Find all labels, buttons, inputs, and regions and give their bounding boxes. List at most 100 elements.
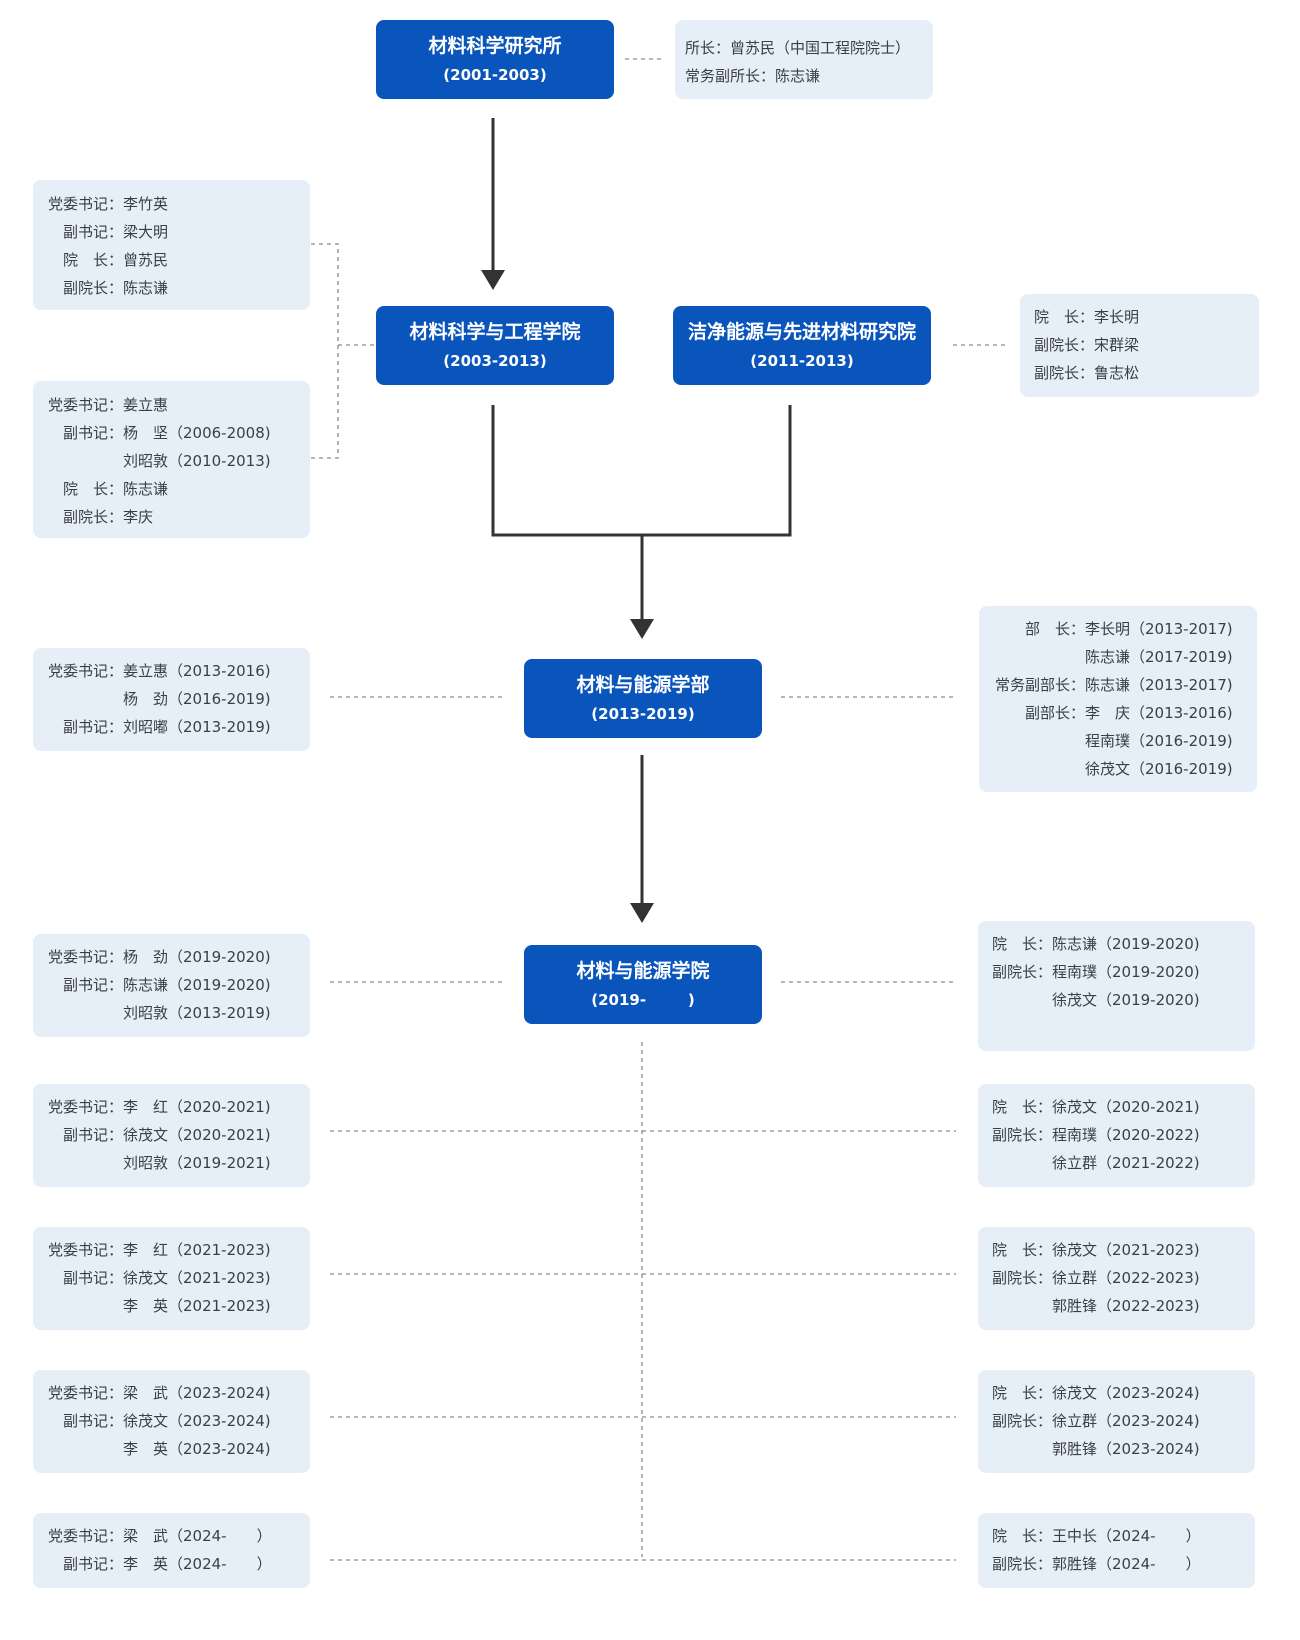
person-name: 郭胜锋（2023-2024) [1052, 1440, 1200, 1458]
person-name: 徐茂文（2021-2023) [1052, 1241, 1200, 1259]
person-name: 刘昭嘟（2013-2019) [123, 718, 271, 736]
leader-row: 副书记：徐茂文（2021-2023) [43, 1264, 300, 1292]
leader-row: 党委书记：姜立惠 [43, 391, 300, 419]
box-admin-2019: 院 长：陈志谦（2019-2020) 副院长：程南璞（2019-2020) 徐茂… [978, 921, 1255, 1051]
role-label: 院 长： [991, 1527, 1052, 1545]
node-title: 材料与能源学部 [576, 674, 710, 696]
node-materials-institute: 材料科学研究所 (2001-2003) [376, 20, 614, 99]
leader-row: 常务副部长：陈志谦（2013-2017) [989, 671, 1247, 699]
person-name: 刘昭敦（2019-2021) [123, 1154, 271, 1172]
leader-row: 党委书记：梁 武（2024- ） [43, 1522, 300, 1550]
person-name: 徐立群（2022-2023) [1052, 1269, 1200, 1287]
leader-row: 副书记：徐茂文（2020-2021) [43, 1121, 300, 1149]
leader-row: 刘昭敦（2013-2019) [43, 999, 300, 1027]
arrowhead-2 [630, 619, 654, 639]
box-party-2021: 党委书记：李 红（2021-2023) 副书记：徐茂文（2021-2023) 李… [33, 1227, 310, 1330]
leader-row: 副院长：徐立群（2023-2024) [988, 1407, 1245, 1435]
box-admin-2021: 院 长：徐茂文（2021-2023) 副院长：徐立群（2022-2023) 郭胜… [978, 1227, 1255, 1330]
person-name: 徐立群（2023-2024) [1052, 1412, 1200, 1430]
person-name: 陈志谦（2013-2017) [1085, 676, 1233, 694]
role-label: 副院长： [991, 1269, 1052, 1287]
leader-row: 刘昭敦（2010-2013) [43, 447, 300, 475]
role-label: 副书记： [62, 223, 123, 241]
box-admin-2024: 院 长：王中长（2024- ） 副院长：郭胜锋（2024- ） [978, 1513, 1255, 1588]
person-name: 王中长（2024- ） [1052, 1527, 1201, 1545]
box-school2003-leaders-a: 党委书记：李竹英 副书记：梁大明 院 长：曾苏民 副院长：陈志谦 [33, 180, 310, 310]
person-name: 程南璞（2016-2019) [1085, 732, 1233, 750]
leader-row: 院 长：王中长（2024- ） [988, 1522, 1245, 1550]
role-label: 院 长： [991, 935, 1052, 953]
leader-row: 副部长：李 庆（2013-2016) [989, 699, 1247, 727]
box-faculty-admin: 部 长：李长明（2013-2017) 陈志谦（2017-2019) 常务副部长：… [979, 606, 1257, 792]
role-label: 院 长： [1033, 308, 1094, 326]
role-label: 党委书记： [47, 662, 123, 680]
leader-row: 院 长：陈志谦 [43, 475, 300, 503]
role-label: 所长： [685, 39, 731, 57]
person-name: 梁大明 [123, 223, 169, 241]
leader-row: 党委书记：李 红（2021-2023) [43, 1236, 300, 1264]
leader-row: 刘昭敦（2019-2021) [43, 1149, 300, 1177]
person-name: 陈志谦 [775, 67, 821, 85]
person-name: 宋群梁 [1094, 336, 1140, 354]
role-label: 院 长： [62, 480, 123, 498]
arrowhead-1 [481, 270, 505, 290]
role-label: 副书记： [62, 424, 123, 442]
role-label: 院 长： [991, 1098, 1052, 1116]
arrowhead-3 [630, 903, 654, 923]
person-name: 李长明 [1094, 308, 1140, 326]
leader-row: 徐茂文（2016-2019) [989, 755, 1247, 783]
role-label: 副书记： [62, 1126, 123, 1144]
person-name: 梁 武（2023-2024) [123, 1384, 271, 1402]
person-name: 李 英（2024- ） [123, 1555, 272, 1573]
person-name: 李 庆（2013-2016) [1085, 704, 1233, 722]
person-name: 郭胜锋（2022-2023) [1052, 1297, 1200, 1315]
leader-row: 院 长：陈志谦（2019-2020) [988, 930, 1245, 958]
role-label [988, 1149, 1052, 1177]
leader-row: 副书记：梁大明 [43, 218, 300, 246]
leader-row: 所长：曾苏民（中国工程院院士） [685, 34, 923, 62]
person-name: 陈志谦（2019-2020) [123, 976, 271, 994]
person-name: 陈志谦（2017-2019) [1085, 648, 1233, 666]
leader-row: 副院长：程南璞（2020-2022) [988, 1121, 1245, 1149]
node-period: (2019- ) [591, 991, 695, 1009]
node-period: (2001-2003) [443, 66, 547, 84]
leader-row: 院 长：徐茂文（2021-2023) [988, 1236, 1245, 1264]
leader-row: 常务副所长：陈志谦 [685, 62, 923, 90]
leader-row: 副院长：陈志谦 [43, 274, 300, 302]
node-title: 材料科学研究所 [428, 35, 562, 57]
person-name: 程南璞（2020-2022) [1052, 1126, 1200, 1144]
role-label [43, 1435, 123, 1463]
box-faculty-party: 党委书记：姜立惠（2013-2016) 杨 劲（2016-2019) 副书记：刘… [33, 648, 310, 751]
leader-row: 副书记：李 英（2024- ） [43, 1550, 300, 1578]
person-name: 徐茂文（2021-2023) [123, 1269, 271, 1287]
person-name: 刘昭敦（2010-2013) [123, 452, 271, 470]
leader-row: 党委书记：李 红（2020-2021) [43, 1093, 300, 1121]
role-label: 副书记： [62, 976, 123, 994]
person-name: 刘昭敦（2013-2019) [123, 1004, 271, 1022]
role-label: 副书记： [62, 1555, 123, 1573]
person-name: 李庆 [123, 508, 154, 526]
dash-left-bracket [311, 243, 339, 459]
person-name: 徐茂文（2020-2021) [1052, 1098, 1200, 1116]
node-period: (2011-2013) [750, 352, 854, 370]
node-title: 材料与能源学院 [576, 960, 710, 982]
role-label: 副书记： [62, 1412, 123, 1430]
person-name: 李 英（2023-2024) [123, 1440, 271, 1458]
person-name: 徐茂文（2016-2019) [1085, 760, 1233, 778]
role-label [43, 447, 123, 475]
person-name: 陈志谦 [123, 480, 169, 498]
role-label: 院 长： [62, 251, 123, 269]
role-label: 副院长： [991, 1126, 1052, 1144]
node-materials-engineering-school: 材料科学与工程学院 (2003-2013) [376, 306, 614, 385]
node-materials-energy-school: 材料与能源学院 (2019- ) [524, 945, 762, 1024]
leader-row: 李 英（2023-2024) [43, 1435, 300, 1463]
node-period: (2003-2013) [443, 352, 547, 370]
role-label: 副部长： [1024, 704, 1085, 722]
leader-row: 党委书记：李竹英 [43, 190, 300, 218]
box-admin-2023: 院 长：徐茂文（2023-2024) 副院长：徐立群（2023-2024) 郭胜… [978, 1370, 1255, 1473]
role-label: 党委书记： [47, 1384, 123, 1402]
leader-row: 杨 劲（2016-2019) [43, 685, 300, 713]
role-label: 院 长： [991, 1384, 1052, 1402]
person-name: 杨 坚（2006-2008) [123, 424, 271, 442]
